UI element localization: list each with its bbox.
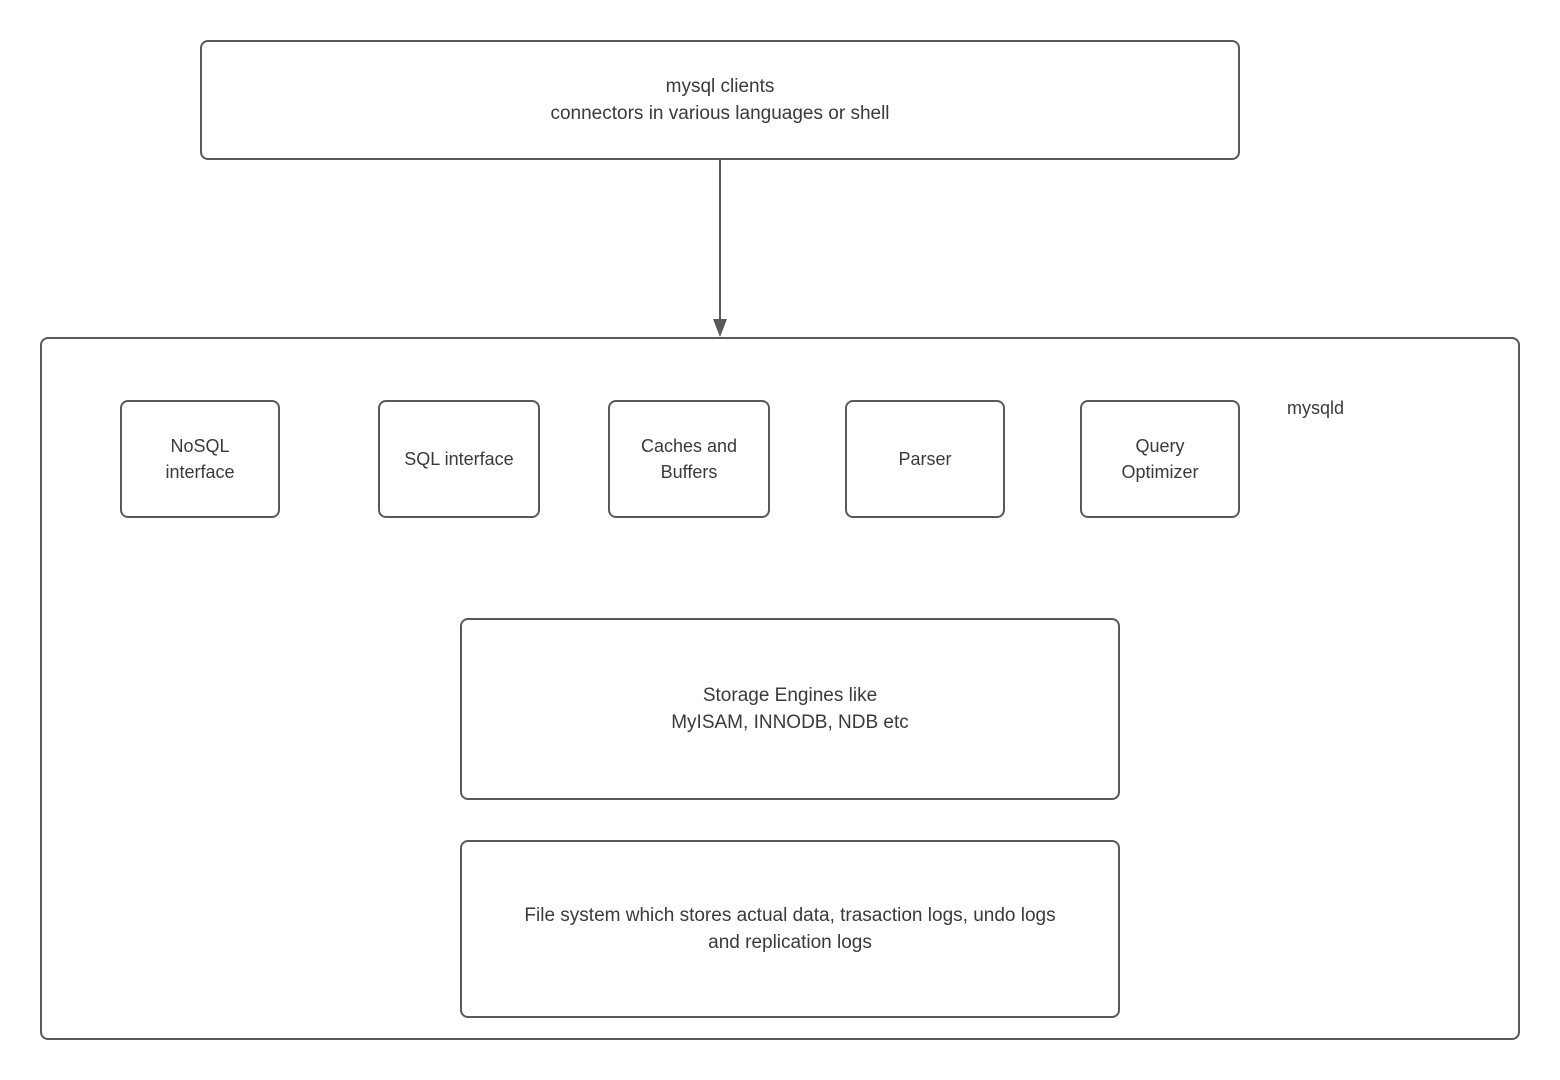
mysql-clients-label-line1: mysql clients [665,76,775,97]
node-mysqld-container [40,337,1520,1040]
storage-engines-label-line1: Storage Engines like [702,685,878,706]
mysqld-label: mysqld [1287,398,1345,418]
arrowhead-down-icon [713,319,727,337]
node-nosql-interface: NoSQL interface [120,400,280,518]
storage-engines-label-line2: MyISAM, INNODB, NDB etc [671,712,909,733]
caches-and-buffers-label: Caches and Buffers [640,436,738,482]
node-query-optimizer: Query Optimizer [1080,400,1240,518]
node-sql-interface: SQL interface [378,400,540,518]
node-storage-engines: Storage Engines like MyISAM, INNODB, NDB… [460,618,1120,800]
mysql-clients-label-line2: connectors in various languages or shell [550,103,890,124]
file-system-label-line1: File system which stores actual data, tr… [524,905,1056,926]
query-optimizer-label: Query Optimizer [1121,436,1199,482]
node-file-system: File system which stores actual data, tr… [460,840,1120,1018]
node-parser: Parser [845,400,1005,518]
arrow-clients-to-mysqld [713,160,727,337]
node-caches-and-buffers: Caches and Buffers [608,400,770,518]
node-mysql-clients: mysql clients connectors in various lang… [200,40,1240,160]
nosql-interface-label: NoSQL interface [165,436,235,482]
sql-interface-label: SQL interface [404,449,514,469]
parser-label: Parser [898,449,952,469]
file-system-label-line2: and replication logs [708,932,872,953]
